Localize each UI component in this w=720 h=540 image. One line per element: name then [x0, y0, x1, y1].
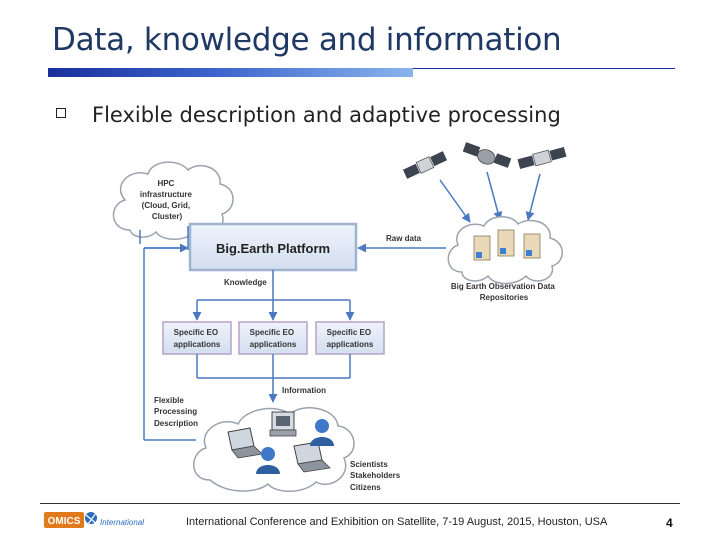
svg-text:Big Earth Observation Data: Big Earth Observation Data Repositories — [451, 282, 557, 302]
hpc-line-2: infrastructure — [140, 190, 193, 199]
bullet-square-icon — [56, 108, 66, 118]
page-number: 4 — [666, 516, 673, 530]
user-icon — [310, 419, 334, 446]
title-underline-bar — [48, 68, 413, 77]
omics-logo: OMICS International — [44, 512, 144, 528]
svg-text:Specific EO applications: Specific EO applications — [174, 328, 221, 349]
users-line-3: Citizens — [350, 483, 381, 492]
repository-line-2: Repositories — [480, 293, 529, 302]
knowledge-label: Knowledge — [224, 278, 267, 287]
svg-text:Specific EO applications: Specific EO applications — [327, 328, 374, 349]
logo-sub-text: International — [100, 518, 144, 527]
hpc-line-3: (Cloud, Grid, — [142, 201, 190, 210]
platform-label: Big.Earth Platform — [216, 241, 330, 256]
repository-cloud — [447, 216, 563, 285]
raw-data-label: Raw data — [386, 234, 422, 243]
users-cloud — [193, 407, 355, 492]
footer-conference: International Conference and Exhibition … — [186, 516, 608, 528]
users-line-1: Scientists — [350, 460, 388, 469]
satellite-icon — [402, 151, 448, 179]
hpc-cloud: HPC infrastructure (Cloud, Grid, Cluster… — [112, 161, 234, 240]
satellite-icon — [462, 142, 512, 168]
svg-text:Flexible Processing De: Flexible Processing Description — [154, 396, 199, 428]
repository-line-1: Big Earth Observation Data — [451, 282, 556, 291]
hpc-line-4: Cluster) — [152, 212, 183, 221]
footer-rule — [40, 503, 680, 504]
laptop-icon — [227, 427, 263, 459]
platform-box: Big.Earth Platform — [188, 222, 358, 272]
hpc-line-1: HPC — [157, 179, 174, 188]
server-icon — [473, 229, 541, 261]
svg-text:HPC infrastructure: HPC infrastructure (Cloud, Grid, Cluster… — [140, 179, 194, 221]
eo-application-box: Specific EO applications — [315, 321, 385, 355]
svg-text:Scientists Stakeholders: Scientists Stakeholders Citizens — [350, 460, 402, 492]
title-underline-rule — [413, 68, 675, 69]
laptop-icon — [293, 441, 331, 473]
desktop-computer-icon — [269, 411, 297, 437]
logo-main-text: OMICS — [48, 516, 81, 527]
flexible-line-2: Processing — [154, 407, 197, 416]
slide-title: Data, knowledge and information — [52, 22, 562, 58]
flexible-line-3: Description — [154, 419, 198, 428]
flexible-line-1: Flexible — [154, 396, 184, 405]
svg-text:Specific EO applications: Specific EO applications — [250, 328, 297, 349]
users-line-2: Stakeholders — [350, 471, 401, 480]
information-label: Information — [282, 386, 326, 395]
satellite-icon — [517, 146, 567, 170]
eo-application-box: Specific EO applications — [238, 321, 308, 355]
bullet-text: Flexible description and adaptive proces… — [92, 103, 561, 127]
eo-application-box: Specific EO applications — [162, 321, 232, 355]
user-icon — [256, 447, 280, 474]
